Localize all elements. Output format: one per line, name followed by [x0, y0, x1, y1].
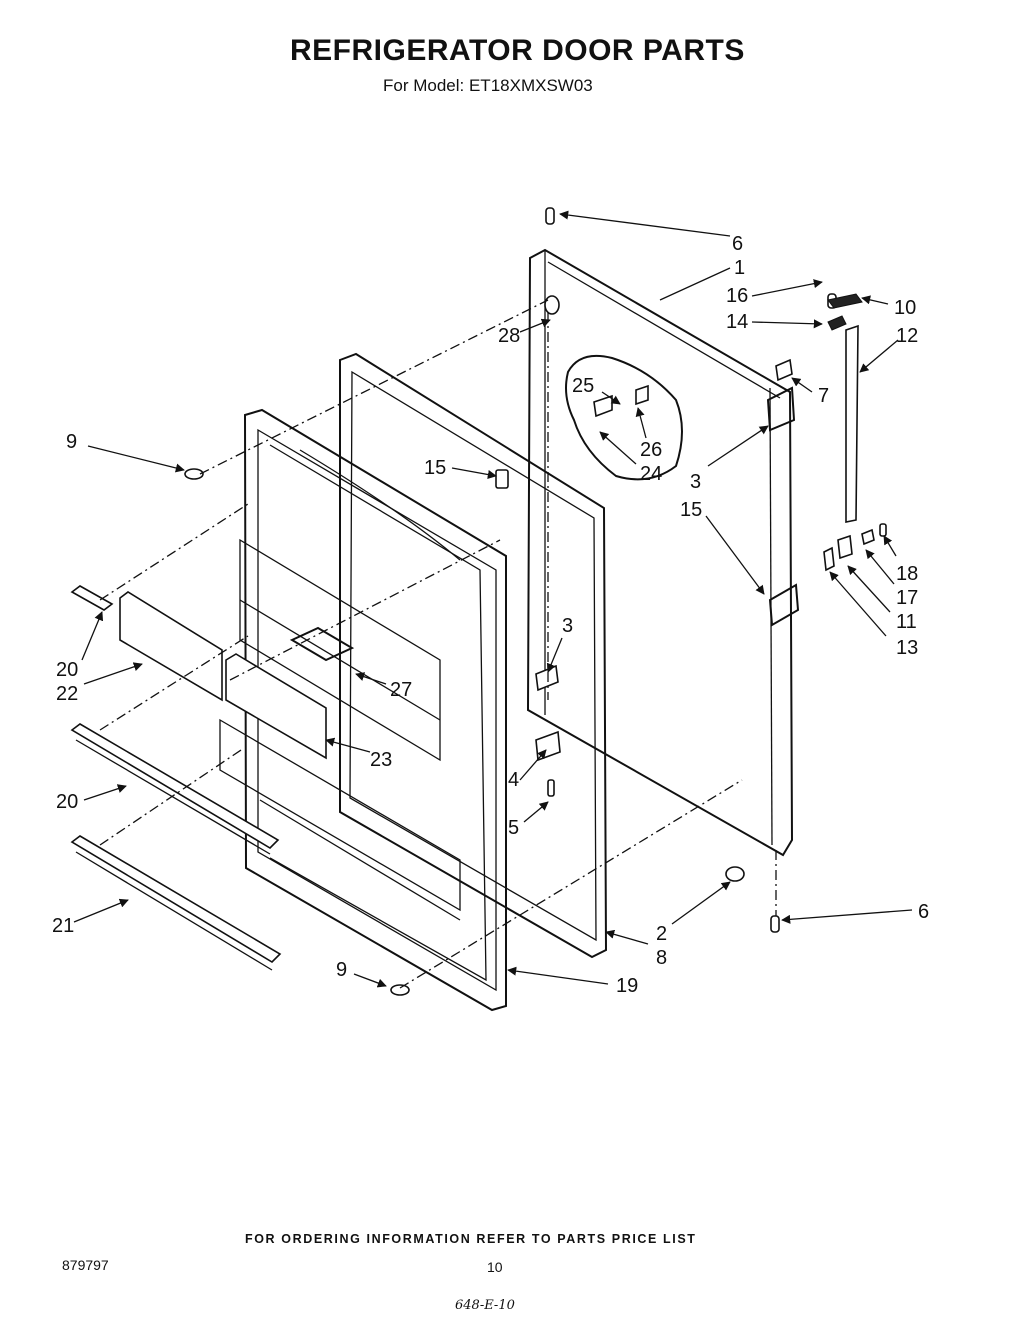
callout-15-right: 15: [680, 499, 702, 521]
callout-17: 17: [896, 587, 918, 609]
callout-24: 24: [640, 463, 662, 485]
callout-26: 26: [640, 439, 662, 461]
handwritten-note: 648-E-10: [455, 1298, 515, 1313]
callout-25: 25: [572, 375, 594, 397]
callout-28: 28: [498, 325, 520, 347]
page-title: REFRIGERATOR DOOR PARTS: [290, 34, 745, 67]
callout-3-top: 3: [690, 471, 701, 493]
callout-20-top: 20: [56, 659, 78, 681]
callout-8: 8: [656, 947, 667, 969]
callout-27: 27: [390, 679, 412, 701]
callout-13: 13: [896, 637, 918, 659]
callout-6-top: 6: [732, 233, 743, 255]
callout-12: 12: [896, 325, 918, 347]
door-gasket: [339, 352, 608, 959]
callout-23: 23: [370, 749, 392, 771]
callout-2: 2: [656, 923, 667, 945]
callout-6-bottom: 6: [918, 901, 929, 923]
callout-15-left: 15: [424, 457, 446, 479]
callout-14: 14: [726, 311, 748, 333]
outer-door-panel: [526, 248, 800, 857]
door-handle-strip: [845, 324, 859, 523]
callout-1: 1: [734, 257, 745, 279]
callout-19: 19: [616, 975, 638, 997]
callout-10: 10: [894, 297, 916, 319]
callout-22: 22: [56, 683, 78, 705]
alignment-lines: [99, 299, 777, 989]
model-subtitle: For Model: ET18XMXSW03: [383, 76, 593, 95]
callout-5: 5: [508, 817, 519, 839]
callout-21: 21: [52, 915, 74, 937]
door-shelves: [70, 585, 327, 971]
callout-16: 16: [726, 285, 748, 307]
callout-9-bottom: 9: [336, 959, 347, 981]
callout-20-bottom: 20: [56, 791, 78, 813]
callout-4: 4: [508, 769, 519, 791]
hinge-detail-inset: [565, 354, 683, 481]
callout-3-mid: 3: [562, 615, 573, 637]
document-number: 879797: [62, 1257, 109, 1273]
callout-18: 18: [896, 563, 918, 585]
leader-lines: [73, 210, 913, 988]
callout-9-top: 9: [66, 431, 77, 453]
ordering-info-note: FOR ORDERING INFORMATION REFER TO PARTS …: [245, 1232, 697, 1246]
callout-11: 11: [896, 611, 917, 633]
page-number: 10: [487, 1259, 503, 1275]
callout-7: 7: [818, 385, 829, 407]
callout-labels: 6 1 16 10 14 12 28 25 7 9 26 15 24 3 15 …: [52, 233, 929, 997]
